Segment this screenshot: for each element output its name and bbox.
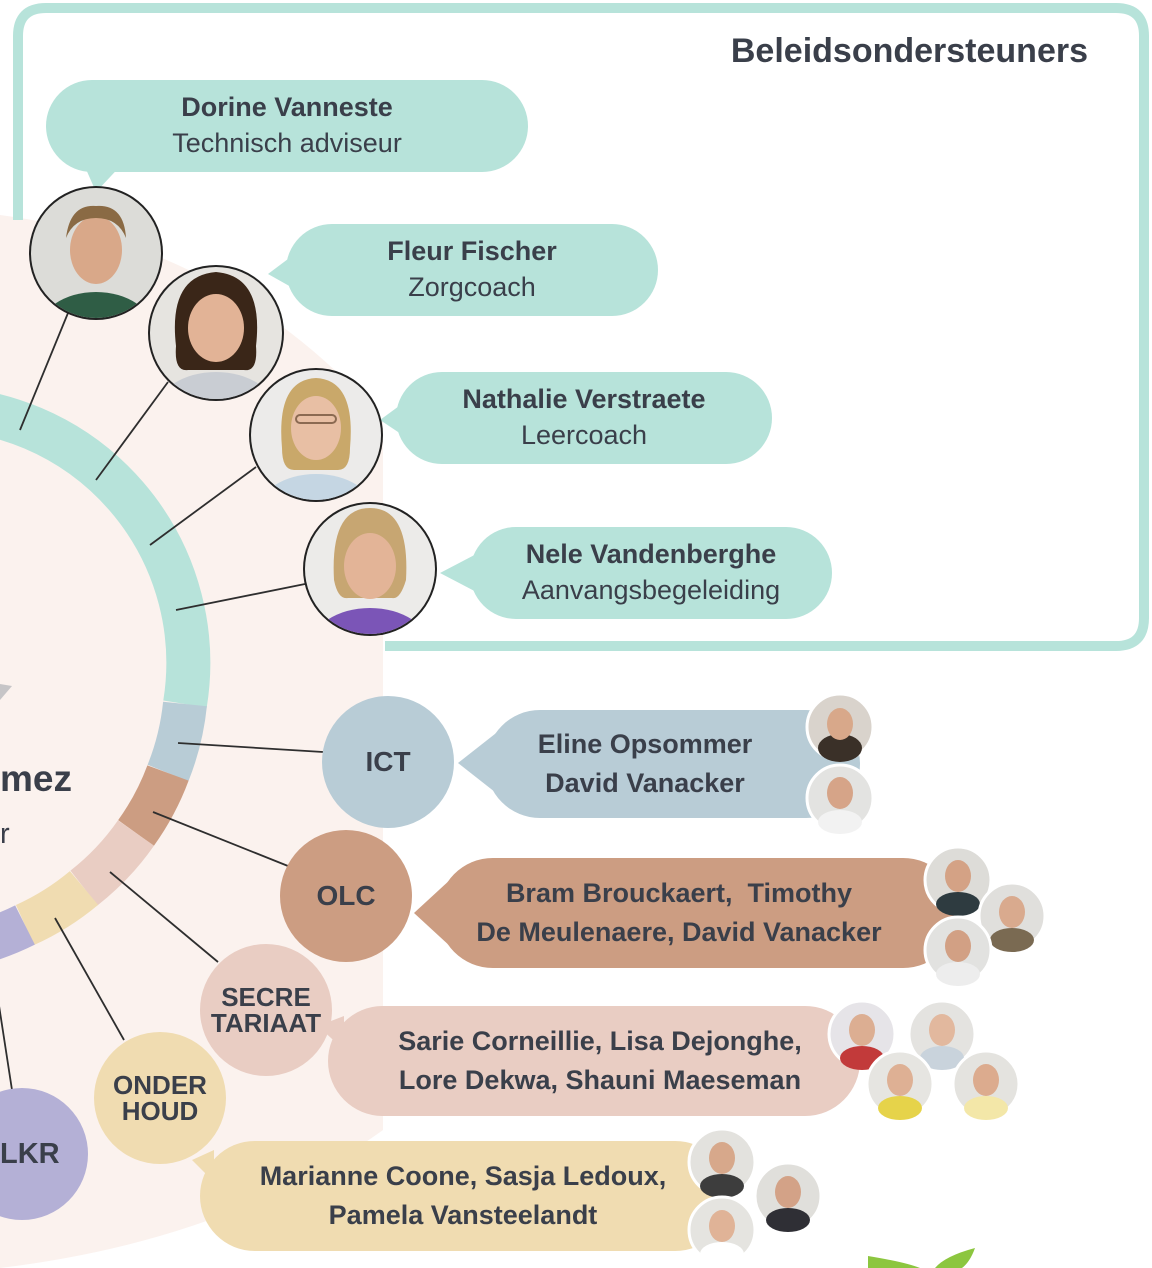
portrait-photo xyxy=(805,763,875,834)
portrait-photo xyxy=(923,915,993,986)
dept-label-ict: ICT xyxy=(365,746,411,777)
ring-segment-teal xyxy=(0,394,211,708)
person-nathalie: Nathalie Verstraete Leercoach xyxy=(396,372,772,464)
portrait-photo xyxy=(923,845,993,916)
portrait-photo xyxy=(148,265,284,401)
dept-names-ict: Eline Opsommer David Vanacker xyxy=(486,710,804,818)
group-title: Beleidsondersteuners xyxy=(730,32,1088,70)
dept-names-secretariaat: Sarie Corneillie, Lisa Dejonghe, Lore De… xyxy=(372,1006,828,1116)
dept-names-onderhoud: Marianne Coone, Sasja Ledoux, Pamela Van… xyxy=(232,1141,694,1251)
center-role-partial: r xyxy=(0,818,10,850)
name-line: David Vanacker xyxy=(545,768,745,798)
onderhoud-circle xyxy=(94,1032,226,1164)
portrait-photo xyxy=(303,502,437,636)
person-name: Fleur Fischer xyxy=(387,236,557,267)
person-role: Technisch adviseur xyxy=(172,128,402,158)
olc-circle xyxy=(280,830,412,962)
person-role: Zorgcoach xyxy=(408,272,536,302)
ring-segment-lkr xyxy=(0,905,35,960)
speech-bubble-nathalie xyxy=(380,372,772,464)
portrait-photo xyxy=(865,1049,935,1120)
leaf-logo xyxy=(868,1248,975,1268)
portrait-photo xyxy=(805,692,875,762)
portrait-photo xyxy=(977,881,1047,952)
ring-segment-secretariaat xyxy=(70,820,155,906)
portrait-photo xyxy=(249,368,383,502)
ring-segment-onderhoud xyxy=(15,870,99,946)
name-line: Pamela Vansteelandt xyxy=(328,1200,598,1230)
portrait-photo xyxy=(753,1161,823,1232)
speech-bubble-ict xyxy=(458,710,860,818)
name-line: Sarie Corneillie, Lisa Dejonghe, xyxy=(398,1025,802,1056)
name-line: Lore Dekwa, Shauni Maeseman xyxy=(398,1065,802,1095)
person-name: Nele Vandenberghe xyxy=(525,539,777,570)
group-frame xyxy=(13,3,1149,651)
person-dorine: Dorine Vanneste Technisch adviseur xyxy=(46,80,528,172)
speech-bubble-olc xyxy=(414,858,958,968)
pointer-mark xyxy=(0,684,12,700)
person-name: Nathalie Verstraete xyxy=(462,384,706,415)
name-line: Bram Brouckaert, Timothy xyxy=(505,877,853,908)
speech-bubble-dorine xyxy=(46,80,528,192)
name-line: Eline Opsommer xyxy=(537,728,753,759)
portrait-photo xyxy=(907,999,977,1070)
lkr-circle xyxy=(0,1088,88,1220)
lkr-label: LKR xyxy=(0,1138,60,1170)
portrait-photo xyxy=(687,1195,757,1266)
dept-names-olc: Bram Brouckaert, Timothy De Meulenaere, … xyxy=(446,858,912,968)
speech-bubble-fleur xyxy=(268,224,658,316)
portrait-photo xyxy=(29,186,163,320)
central-ring xyxy=(0,394,211,960)
small-photos xyxy=(687,692,1047,1266)
dept-label-olc: OLC xyxy=(316,880,376,911)
person-role: Leercoach xyxy=(520,420,648,450)
dept-label-secretariaat: SECRE TARIAAT xyxy=(210,982,322,1038)
center-name-partial: mez xyxy=(0,758,72,799)
speech-bubble-nele xyxy=(440,527,832,619)
secretariaat-circle xyxy=(200,944,332,1076)
ict-circle xyxy=(322,696,454,828)
dept-label-onderhoud: ONDER HOUD xyxy=(113,1070,207,1126)
name-line: De Meulenaere, David Vanacker xyxy=(476,917,882,947)
ring-segment-ict xyxy=(147,701,207,782)
ring-segment-olc xyxy=(117,764,189,846)
person-role: Aanvangsbegeleiding xyxy=(521,575,781,605)
person-nele: Nele Vandenberghe Aanvangsbegeleiding xyxy=(470,527,832,619)
portrait-photo xyxy=(687,1127,757,1198)
portrait-photo xyxy=(951,1049,1021,1120)
name-line: Marianne Coone, Sasja Ledoux, xyxy=(259,1160,667,1191)
person-fleur: Fleur Fischer Zorgcoach xyxy=(286,224,658,316)
speech-bubble-onderhoud xyxy=(192,1141,730,1251)
person-name: Dorine Vanneste xyxy=(181,92,393,123)
connector-lines xyxy=(0,312,324,1091)
